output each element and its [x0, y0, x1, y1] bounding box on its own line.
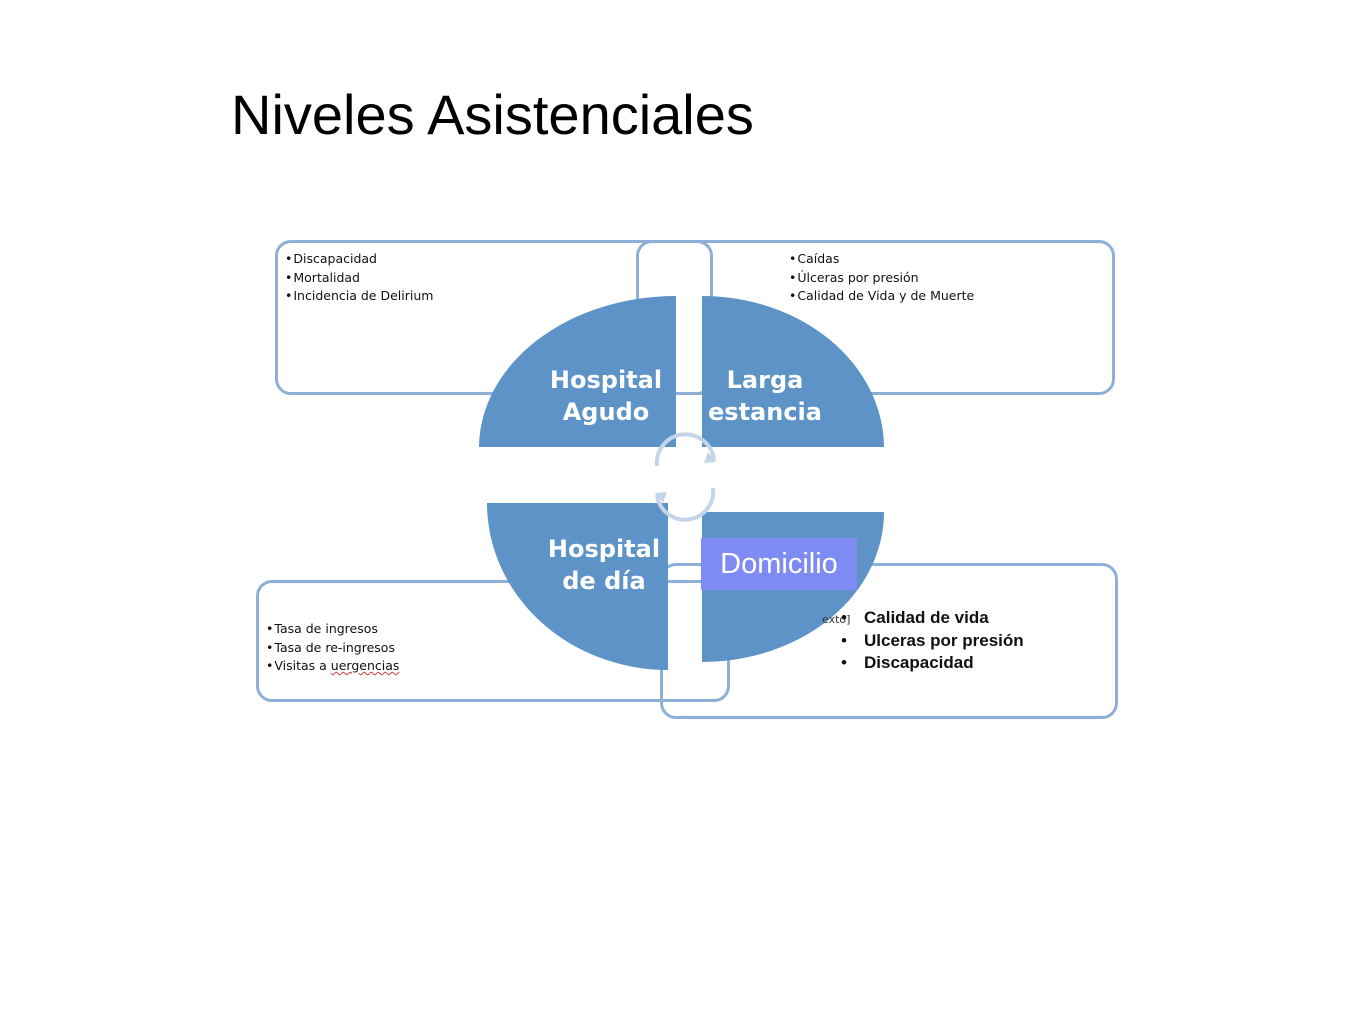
list-item: Calidad de Vida y de Muerte — [789, 287, 974, 306]
list-item: Discapacidad — [841, 652, 1024, 675]
arrow-head-icon — [704, 452, 716, 463]
list-item-text: Incidencia de Delirium — [293, 288, 434, 303]
cycle-arrow-icon — [654, 432, 716, 467]
list-item-text: Calidad de vida — [864, 608, 989, 627]
list-item-text: Visitas a — [274, 658, 331, 673]
list-item: Úlceras por presión — [789, 269, 974, 288]
quadrant-hospital-agudo — [479, 296, 676, 447]
list-item-text: Discapacidad — [864, 653, 974, 672]
indicator-list-hospital-de-dia: Tasa de ingresos Tasa de re-ingresos Vis… — [266, 620, 399, 676]
list-item: Mortalidad — [285, 269, 433, 288]
quadrant-hospital-de-dia — [487, 503, 668, 670]
list-item: Ulceras por presión — [841, 630, 1024, 653]
list-item-text: Calidad de Vida y de Muerte — [797, 288, 975, 303]
list-item-text: Tasa de re-ingresos — [274, 639, 395, 655]
list-item: Tasa de ingresos — [266, 620, 399, 639]
list-item: Incidencia de Delirium — [285, 287, 433, 306]
domicilio-label-box: Domicilio — [701, 538, 857, 590]
list-item-text: Tasa de ingresos — [274, 621, 378, 636]
misspelled-word: uergencias — [330, 658, 400, 673]
list-item-text: Caídas — [797, 251, 840, 266]
label-line: Agudo — [562, 398, 650, 426]
list-item-text: Discapacidad — [293, 251, 377, 266]
quadrant-label-hospital-agudo: Hospital Agudo — [536, 364, 676, 428]
quadrant-larga-estancia — [702, 296, 884, 447]
label-line: Hospital — [547, 535, 661, 563]
list-item: Tasa de re-ingresos — [266, 639, 399, 658]
list-item-text: Ulceras por presión — [864, 630, 1024, 650]
arrow-head-icon — [655, 492, 667, 503]
indicator-list-domicilio: Calidad de vida Ulceras por presión Disc… — [841, 607, 1024, 675]
label-line: Hospital — [549, 366, 663, 394]
list-item: Discapacidad — [285, 250, 433, 269]
list-item-text: Úlceras por presión — [797, 269, 919, 285]
label-line: Larga — [726, 366, 804, 394]
cycle-arrow-icon — [655, 487, 716, 522]
quadrant-label-larga-estancia: Larga estancia — [695, 364, 835, 428]
label-line: de día — [562, 567, 646, 595]
list-item: Visitas a uergencias — [266, 657, 399, 676]
quadrant-label-hospital-de-dia: Hospital de día — [534, 533, 674, 597]
list-item: Calidad de vida — [841, 607, 1024, 630]
list-item: Caídas — [789, 250, 974, 269]
page-title: Niveles Asistenciales — [231, 83, 754, 146]
indicator-list-larga-estancia: Caídas Úlceras por presión Calidad de Vi… — [789, 250, 974, 306]
label-line: estancia — [708, 398, 822, 426]
list-item-text: Mortalidad — [293, 269, 360, 285]
indicator-list-hospital-agudo: Discapacidad Mortalidad Incidencia de De… — [285, 250, 433, 306]
